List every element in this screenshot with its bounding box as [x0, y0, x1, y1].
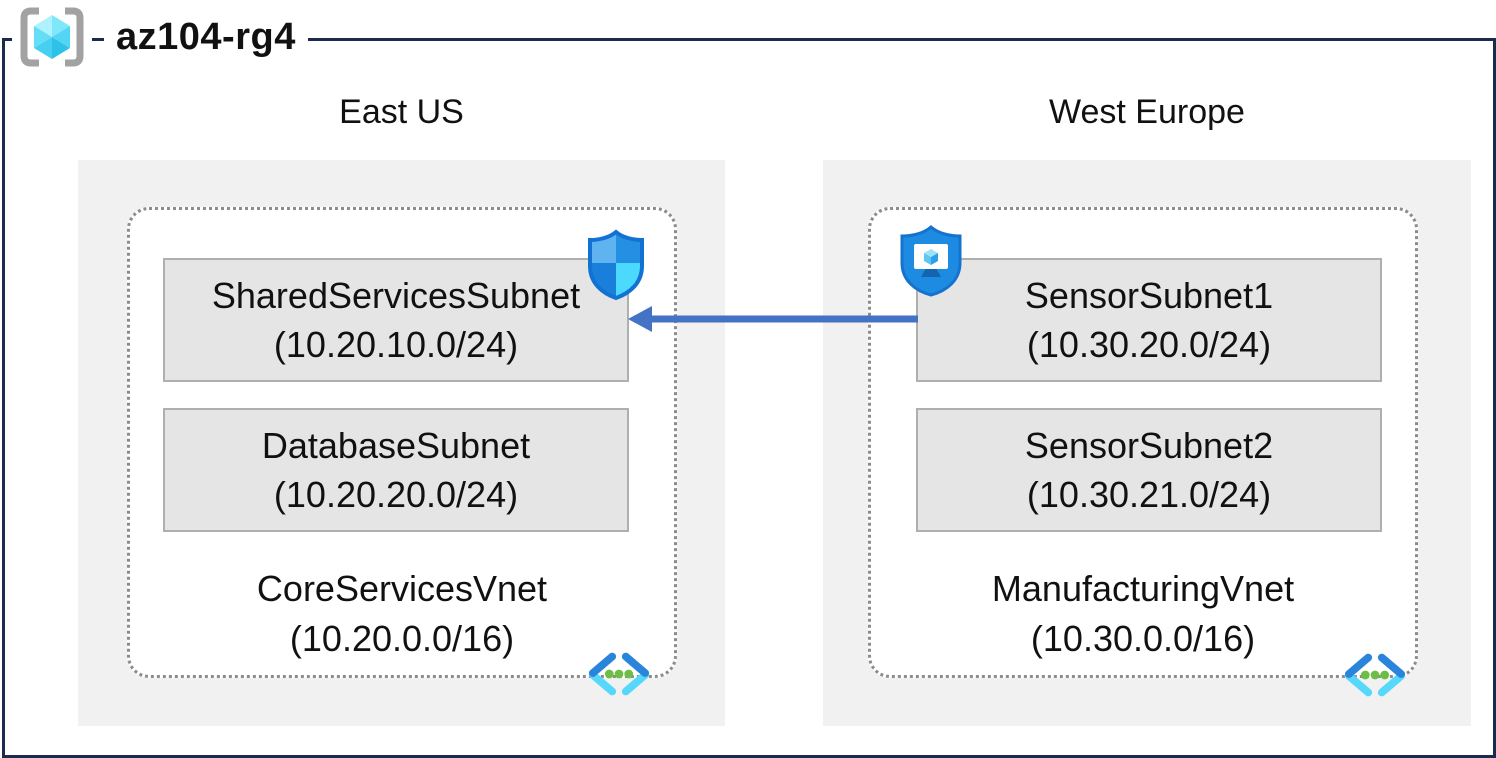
vnet-name: ManufacturingVnet [991, 568, 1295, 609]
peering-arrow [622, 298, 920, 340]
subnet-cidr: (10.20.10.0/24) [273, 324, 519, 365]
subnet-name: SensorSubnet2 [1024, 425, 1274, 466]
vnet-name: CoreServicesVnet [256, 568, 548, 609]
virtual-network-chevrons-icon [588, 651, 650, 697]
resource-group-name: az104-rg4 [104, 4, 308, 70]
resource-group-header: az104-rg4 [12, 4, 308, 70]
subnet-name: SensorSubnet1 [1024, 275, 1274, 316]
resource-group-frame [2, 38, 1496, 758]
vnet-caption-coreservicesvnet: CoreServicesVnet (10.20.0.0/16) [127, 564, 677, 664]
resource-group-icon [12, 6, 92, 68]
subnet-cidr: (10.30.20.0/24) [1026, 324, 1272, 365]
virtual-network-chevrons-icon [1344, 652, 1406, 698]
application-security-group-shield-icon [899, 224, 963, 298]
subnet-sensorsubnet2: SensorSubnet2 (10.30.21.0/24) [916, 408, 1382, 532]
region-label-west-europe: West Europe [1049, 93, 1245, 131]
subnet-name: SharedServicesSubnet [211, 275, 581, 316]
subnet-sensorsubnet1: SensorSubnet1 (10.30.20.0/24) [916, 258, 1382, 382]
network-security-group-shield-icon [588, 228, 644, 302]
subnet-sharedservicessubnet: SharedServicesSubnet (10.20.10.0/24) [163, 258, 629, 382]
vnet-cidr: (10.30.0.0/16) [1030, 618, 1256, 659]
vnet-caption-manufacturingvnet: ManufacturingVnet (10.30.0.0/16) [868, 564, 1418, 664]
subnet-cidr: (10.20.20.0/24) [273, 474, 519, 515]
region-label-east-us: East US [339, 93, 464, 131]
subnet-name: DatabaseSubnet [261, 425, 531, 466]
subnet-cidr: (10.30.21.0/24) [1026, 474, 1272, 515]
subnet-databasesubnet: DatabaseSubnet (10.20.20.0/24) [163, 408, 629, 532]
vnet-cidr: (10.20.0.0/16) [289, 618, 515, 659]
